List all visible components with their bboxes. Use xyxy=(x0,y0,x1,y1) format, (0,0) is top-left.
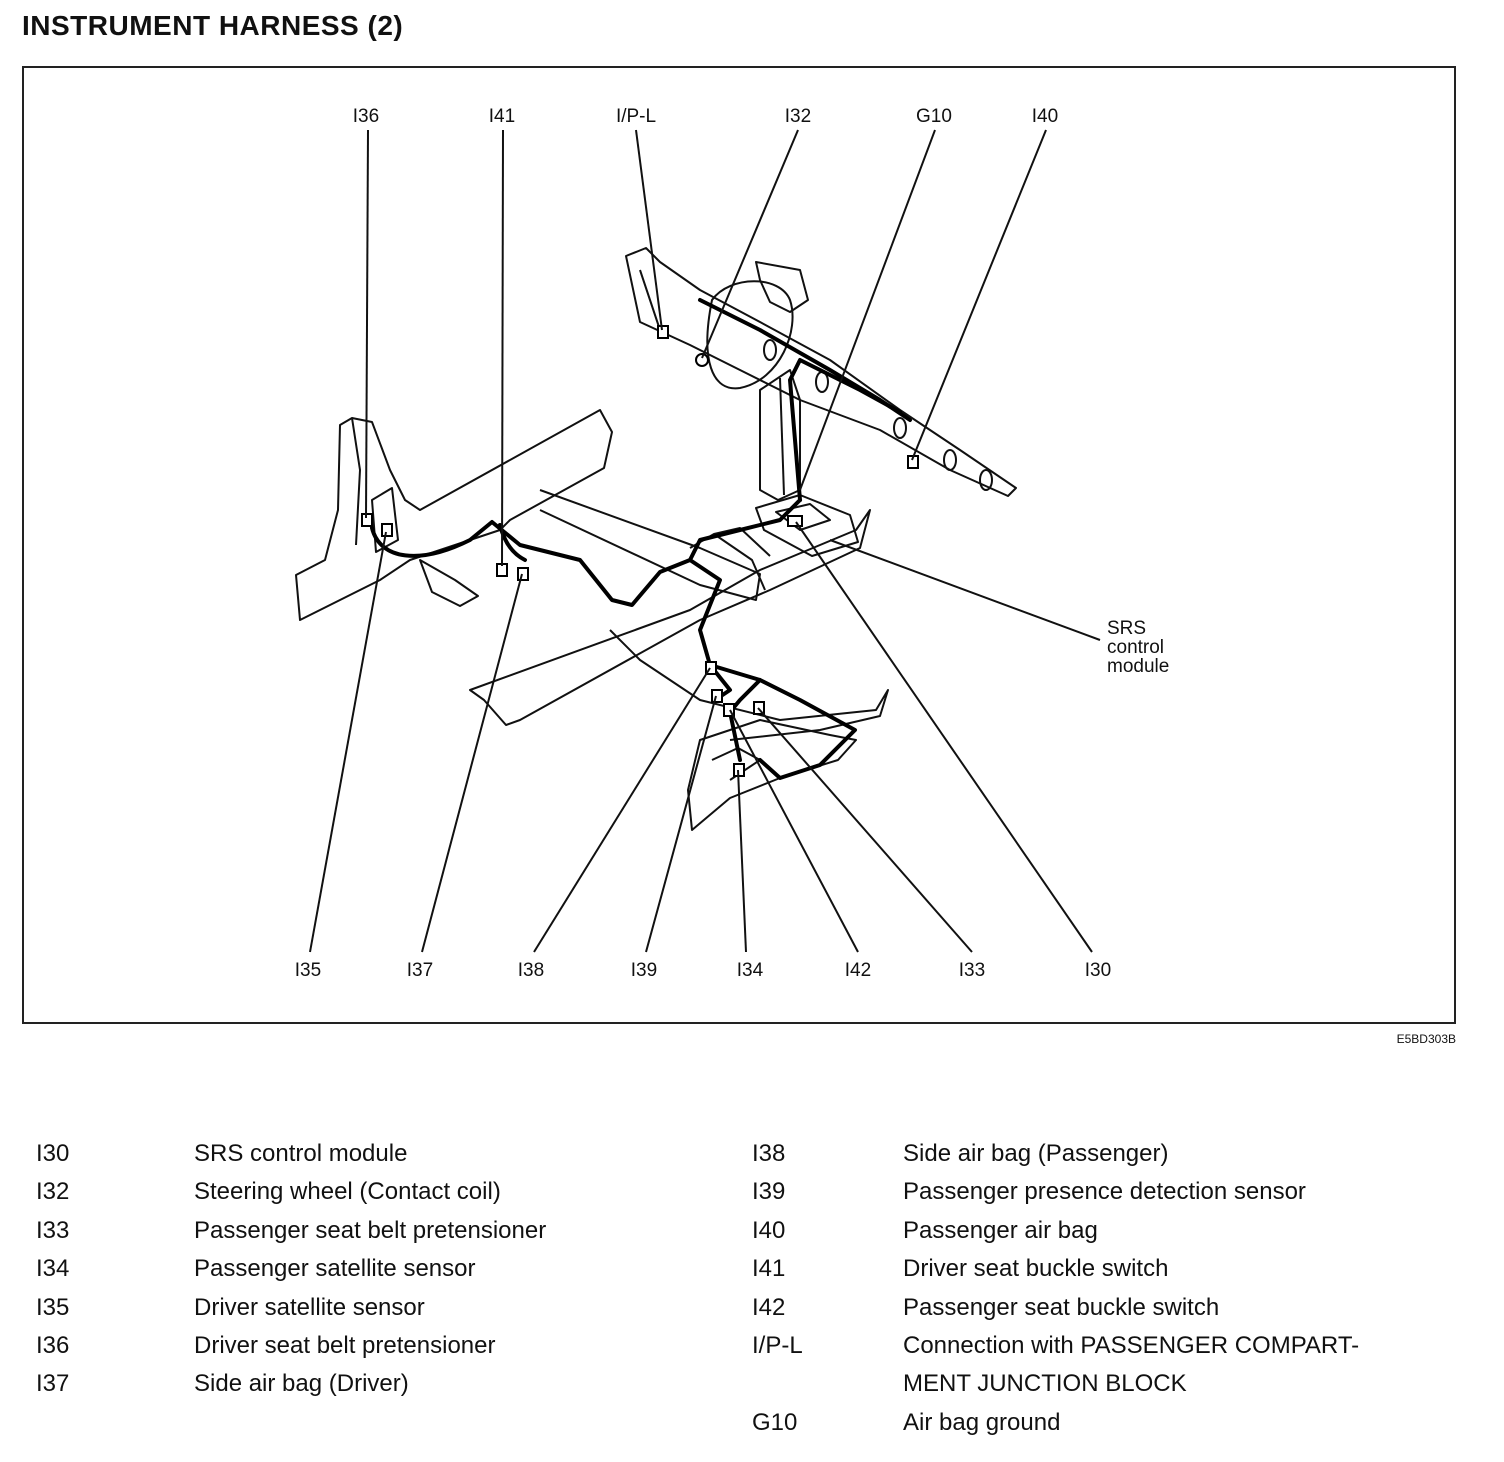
figure-code: E5BD303B xyxy=(1396,1032,1456,1046)
legend-code: I36 xyxy=(36,1331,70,1359)
connector-i30 xyxy=(787,515,803,527)
label-i36: I36 xyxy=(353,106,379,127)
legend-description: Driver satellite sensor xyxy=(194,1293,425,1321)
legend-description: Passenger air bag xyxy=(903,1216,1098,1244)
legend-code: I39 xyxy=(752,1178,786,1206)
label-i32: I32 xyxy=(785,106,811,127)
label-i41: I41 xyxy=(489,106,515,127)
connector-i35 xyxy=(381,523,393,537)
legend-code: I30 xyxy=(36,1140,70,1167)
label-i30: I30 xyxy=(1085,960,1111,981)
connector-i32 xyxy=(695,353,709,367)
legend-description: Passenger seat belt pretensioner xyxy=(194,1216,547,1244)
connector-i37 xyxy=(517,567,529,581)
legend-description: MENT JUNCTION BLOCK xyxy=(903,1370,1187,1398)
legend-code: I37 xyxy=(36,1370,70,1398)
legend-description: Side air bag (Driver) xyxy=(194,1370,409,1398)
legend-description: Driver seat belt pretensioner xyxy=(194,1331,496,1359)
connector-ipl xyxy=(657,325,669,339)
vehicle-body-outline xyxy=(295,247,1017,831)
label-i34: I34 xyxy=(737,960,764,981)
wiring-harness xyxy=(370,298,912,780)
legend-code: I34 xyxy=(36,1255,70,1283)
legend-code: I41 xyxy=(752,1255,786,1283)
label-i39: I39 xyxy=(631,960,657,981)
legend-description: Side air bag (Passenger) xyxy=(903,1140,1169,1167)
legend-code: G10 xyxy=(752,1408,798,1436)
legend-code: I/P-L xyxy=(752,1331,803,1359)
label-i35: I35 xyxy=(295,960,321,981)
label-g10: G10 xyxy=(916,106,952,127)
connector-i39 xyxy=(711,689,723,703)
side-label-line: control xyxy=(1107,637,1164,658)
legend-code: I33 xyxy=(36,1216,70,1244)
label-i42: I42 xyxy=(845,960,871,981)
bottom-labels: I35 I37 I38 I39 I34 I42 I33 I30 xyxy=(295,960,1111,981)
connector-i42 xyxy=(723,703,735,717)
legend-code: I35 xyxy=(36,1293,70,1321)
legend-description: Driver seat buckle switch xyxy=(903,1255,1169,1283)
legend-description: Passenger satellite sensor xyxy=(194,1255,476,1283)
legend-description: SRS control module xyxy=(194,1140,408,1167)
side-label-line: SRS xyxy=(1107,618,1146,639)
legend-description: Passenger presence detection sensor xyxy=(903,1178,1306,1206)
legend-code: I42 xyxy=(752,1293,786,1321)
legend-description: Connection with PASSENGER COMPART- xyxy=(903,1331,1360,1359)
label-i37: I37 xyxy=(407,960,433,981)
page-title: INSTRUMENT HARNESS (2) xyxy=(22,10,404,41)
top-labels: I36 I41 I/P-L I32 G10 I40 xyxy=(353,106,1058,127)
legend-code: I38 xyxy=(752,1140,786,1167)
label-i38: I38 xyxy=(518,960,544,981)
label-ipl: I/P-L xyxy=(616,106,656,127)
label-i40: I40 xyxy=(1032,106,1058,127)
legend-code: I40 xyxy=(752,1216,786,1244)
leader-lines xyxy=(309,129,1101,953)
connector-i38 xyxy=(705,661,717,675)
legend-description: Passenger seat buckle switch xyxy=(903,1293,1220,1321)
side-label-line: module xyxy=(1107,656,1169,677)
label-i33: I33 xyxy=(959,960,985,981)
legend-description: Steering wheel (Contact coil) xyxy=(194,1178,501,1206)
legend-code: I32 xyxy=(36,1178,70,1206)
legend-description: Air bag ground xyxy=(903,1408,1061,1436)
diagram-frame xyxy=(22,66,1456,1024)
